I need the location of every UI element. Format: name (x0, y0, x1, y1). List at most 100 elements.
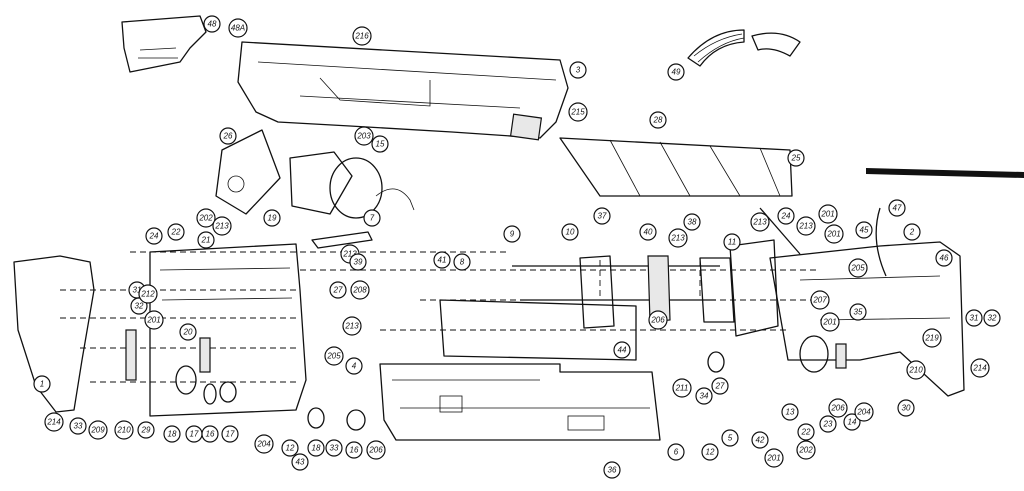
part-callout: 210 (114, 420, 134, 440)
part-15-motor (289, 151, 353, 215)
part-callout-label: 206 (830, 404, 845, 413)
part-callout-label: 204 (856, 408, 871, 417)
part-callout-label: 209 (90, 426, 105, 435)
part-callout-label: 43 (296, 458, 305, 467)
part-callout-label: 32 (135, 302, 144, 311)
part-callout-label: 21 (201, 236, 211, 245)
part-callout-label: 30 (902, 404, 911, 413)
part-callout: 48 (203, 15, 221, 33)
part-6-base-plate (379, 363, 661, 441)
part-callout-label: 10 (566, 228, 575, 237)
part-callout: 25 (787, 149, 805, 167)
part-callout-label: 12 (706, 448, 715, 457)
part-callout-label: 22 (801, 428, 811, 437)
part-callout-label: 46 (940, 254, 949, 263)
part-callout: 9 (503, 225, 521, 243)
part-39-panel (439, 299, 637, 361)
part-callout-label: 8 (460, 258, 465, 267)
part-callout: 205 (848, 258, 868, 278)
part-callout-label: 32 (988, 314, 997, 323)
part-callout-label: 203 (356, 132, 371, 141)
part-callout-label: 201 (146, 316, 160, 325)
part-callout-label: 34 (700, 392, 709, 401)
part-callout-label: 47 (893, 204, 902, 213)
part-callout: 214 (970, 358, 990, 378)
part-callout: 46 (935, 249, 953, 267)
part-callout: 206 (648, 310, 668, 330)
part-callout: 44 (613, 341, 631, 359)
part-callout: 210 (906, 360, 926, 380)
part-callout: 209 (88, 420, 108, 440)
part-callout-label: 27 (333, 286, 343, 295)
part-callout-label: 213 (752, 218, 767, 227)
part-callout: 201 (144, 310, 164, 330)
part-callout-label: 212 (140, 290, 155, 299)
part-callout: 41 (433, 251, 451, 269)
part-callout: 34 (695, 387, 713, 405)
part-callout-label: 208 (352, 286, 367, 295)
part-callout-label: 18 (168, 430, 177, 439)
part-callout-label: 211 (675, 384, 689, 393)
part-47-cable (875, 207, 887, 277)
part-callout: 213 (212, 216, 232, 236)
part-callout: 213 (750, 212, 770, 232)
part-callout: 18 (307, 439, 325, 457)
part-callout-label: 204 (256, 440, 271, 449)
part-callout: 22 (167, 223, 185, 241)
part-callout-label: 26 (223, 132, 233, 141)
part-callout: 19 (263, 209, 281, 227)
part-callout: 4 (345, 357, 363, 375)
part-callout: 208 (350, 280, 370, 300)
part-callout: 35 (849, 303, 867, 321)
part-callout-label: 33 (74, 422, 83, 431)
part-callout: 31 (965, 309, 983, 327)
part-callout: 203 (354, 126, 374, 146)
part-callout-label: 28 (653, 116, 663, 125)
part-callout-label: 44 (618, 346, 627, 355)
part-callout: 33 (325, 439, 343, 457)
part-10-carriage (579, 255, 615, 329)
part-left-chassis (149, 243, 307, 417)
part-3-main-cover (237, 41, 569, 139)
part-callout-label: 11 (728, 238, 736, 247)
part-callout: 40 (639, 223, 657, 241)
part-callout-label: 213 (214, 222, 229, 231)
part-callout-label: 210 (908, 366, 923, 375)
part-callout: 15 (371, 135, 389, 153)
part-28-guide (559, 137, 793, 197)
part-callout-label: 4 (352, 362, 357, 371)
part-callout: 27 (711, 377, 729, 395)
part-callout-label: 49 (672, 68, 681, 77)
part-callout-label: 25 (791, 154, 801, 163)
part-callout-label: 13 (786, 408, 795, 417)
part-48-bracket (121, 15, 207, 73)
part-callout-label: 213 (798, 222, 813, 231)
part-callout: 22 (797, 423, 815, 441)
part-callout: 28 (649, 111, 667, 129)
part-26-plate (215, 129, 281, 215)
part-callout-label: 39 (354, 258, 363, 267)
part-callout: 8 (453, 253, 471, 271)
part-callout: 214 (44, 412, 64, 432)
part-callout: 213 (796, 216, 816, 236)
part-callout: 12 (701, 443, 719, 461)
part-callout-label: 15 (376, 140, 385, 149)
part-callout: 206 (366, 440, 386, 460)
part-callout: 39 (349, 253, 367, 271)
part-callout: 36 (603, 461, 621, 479)
part-callout-label: 210 (116, 426, 131, 435)
part-callout: 201 (820, 312, 840, 332)
part-callout-label: 2 (909, 228, 915, 237)
part-callout-label: 9 (510, 230, 515, 239)
part-callout: 21 (197, 231, 215, 249)
part-2-right-frame (769, 241, 965, 397)
part-callout-label: 214 (972, 364, 987, 373)
part-callout-label: 5 (728, 434, 733, 443)
part-callout: 201 (818, 204, 838, 224)
part-callout: 3 (569, 61, 587, 79)
part-callout-label: 17 (190, 430, 199, 439)
part-callout: 29 (137, 421, 155, 439)
part-callout-label: 16 (206, 430, 215, 439)
